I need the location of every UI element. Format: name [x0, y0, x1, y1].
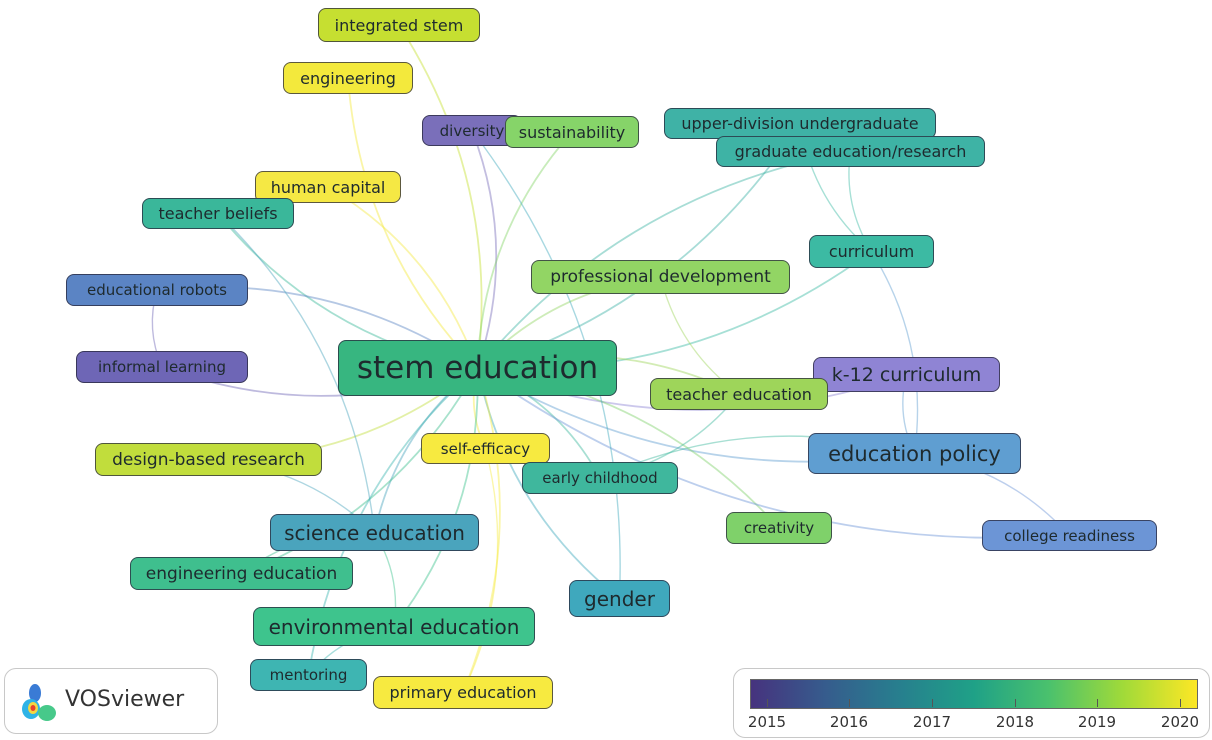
- edge-stem-education-engineering: [347, 77, 479, 369]
- vosviewer-logo-icon: [22, 684, 56, 721]
- node-integrated-stem[interactable]: integrated stem: [318, 8, 480, 42]
- edge-professional-development-teacher-education: [659, 276, 740, 395]
- node-upper-division-undergraduate[interactable]: upper-division undergraduate: [664, 108, 936, 139]
- legend-tick: [1015, 699, 1016, 707]
- node-early-childhood[interactable]: early childhood: [522, 462, 678, 494]
- edge-stem-education-college-readiness: [476, 367, 1070, 539]
- node-science-education[interactable]: science education: [270, 514, 479, 551]
- edge-stem-education-human-capital: [327, 186, 479, 369]
- legend-tick-label: 2019: [1077, 713, 1117, 731]
- legend-tick-label: 2017: [912, 713, 952, 731]
- edge-stem-education-primary-education: [462, 367, 501, 693]
- node-stem-education[interactable]: stem education: [338, 340, 617, 396]
- node-mentoring[interactable]: mentoring: [250, 659, 367, 691]
- node-primary-education[interactable]: primary education: [373, 676, 553, 709]
- node-k-12-curriculum[interactable]: k-12 curriculum: [813, 357, 1000, 392]
- node-human-capital[interactable]: human capital: [255, 171, 401, 203]
- node-teacher-education[interactable]: teacher education: [650, 378, 828, 410]
- node-sustainability[interactable]: sustainability: [505, 116, 639, 148]
- node-environmental-education[interactable]: environmental education: [253, 607, 535, 646]
- node-curriculum[interactable]: curriculum: [809, 235, 934, 268]
- edge-curriculum-education-policy: [870, 251, 919, 454]
- node-education-policy[interactable]: education policy: [808, 433, 1021, 474]
- year-color-gradient: [750, 679, 1198, 709]
- edge-stem-education-integrated-stem: [398, 24, 483, 369]
- node-creativity[interactable]: creativity: [726, 512, 832, 544]
- legend-tick: [1180, 699, 1181, 707]
- legend-tick: [932, 699, 933, 707]
- edge-self-efficacy-primary-education: [462, 448, 499, 693]
- legend-tick-label: 2016: [829, 713, 869, 731]
- vosviewer-logo-box: VOSviewer: [4, 668, 218, 734]
- node-gender[interactable]: gender: [569, 580, 670, 617]
- edge-stem-education-diversity: [471, 130, 498, 369]
- legend-tick: [1097, 699, 1098, 707]
- edge-stem-education-environmental-education: [393, 367, 479, 628]
- legend-tick-label: 2018: [995, 713, 1035, 731]
- legend-tick-label: 2020: [1160, 713, 1200, 731]
- color-legend: 2015 2016 2017 2018 2019 2020: [733, 668, 1210, 738]
- node-design-based-research[interactable]: design-based research: [95, 443, 322, 476]
- node-graduate-education-research[interactable]: graduate education/research: [716, 136, 985, 167]
- edge-stem-education-engineering-education: [241, 367, 479, 575]
- node-self-efficacy[interactable]: self-efficacy: [421, 433, 550, 464]
- node-educational-robots[interactable]: educational robots: [66, 274, 248, 306]
- node-engineering[interactable]: engineering: [283, 62, 413, 94]
- edge-teacher-beliefs-science-education: [217, 212, 376, 533]
- edge-stem-education-gender: [476, 367, 621, 600]
- node-professional-development[interactable]: professional development: [531, 260, 790, 294]
- node-teacher-beliefs[interactable]: teacher beliefs: [142, 198, 294, 229]
- vosviewer-logo-text: VOSviewer: [65, 687, 185, 712]
- edge-stem-education-sustainability: [476, 131, 573, 369]
- legend-tick-label: 2015: [747, 713, 787, 731]
- legend-tick: [849, 699, 850, 707]
- node-college-readiness[interactable]: college readiness: [982, 520, 1157, 551]
- legend-tick: [767, 699, 768, 707]
- node-informal-learning[interactable]: informal learning: [76, 351, 248, 383]
- node-engineering-education[interactable]: engineering education: [130, 557, 353, 590]
